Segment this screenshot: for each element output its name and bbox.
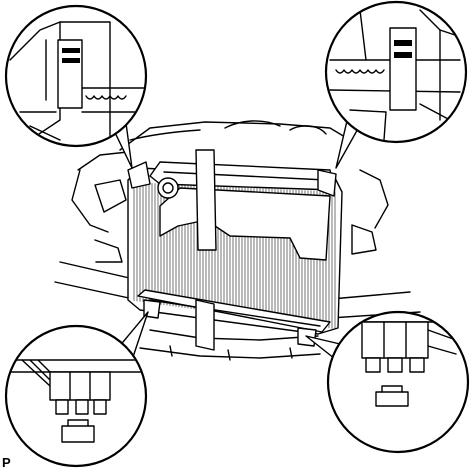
callout-bottom-left	[4, 324, 148, 468]
callout-top-left	[4, 4, 148, 148]
radiator-assembly	[127, 149, 343, 351]
upper-left-clip	[127, 161, 151, 189]
upper-right-clip	[317, 169, 337, 197]
callout-bottom-right	[326, 310, 470, 454]
callout-top-right	[324, 0, 468, 144]
figure-label: P	[2, 455, 11, 470]
